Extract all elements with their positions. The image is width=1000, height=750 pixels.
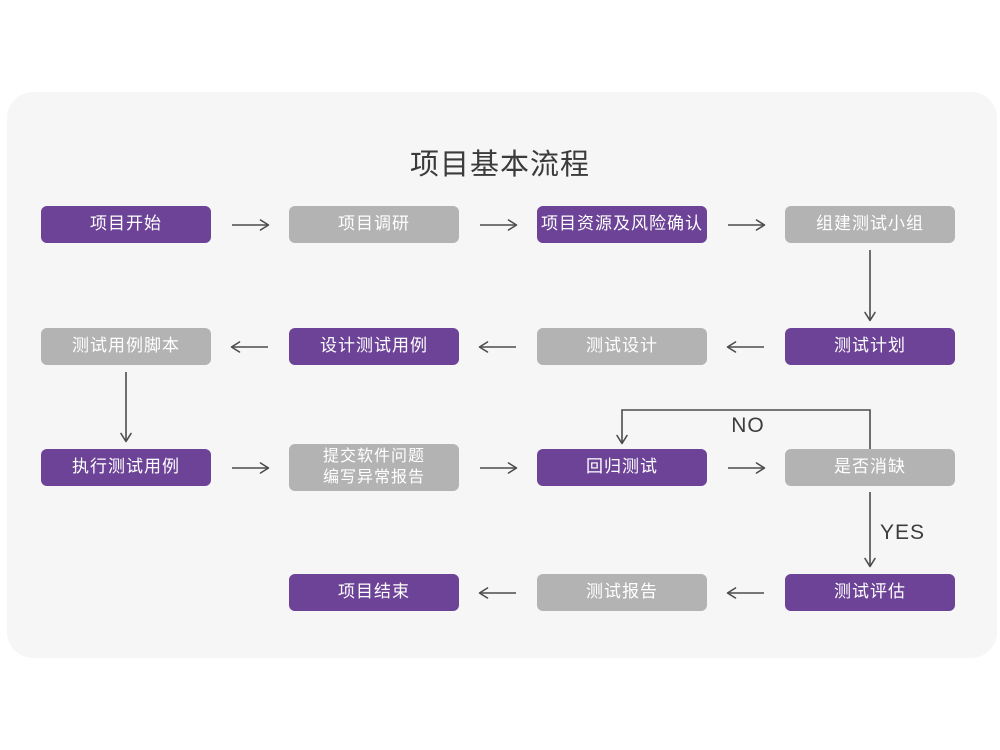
flowchart-card — [7, 92, 997, 658]
yes-branch-label: YES — [880, 521, 926, 544]
node-defect-cleared: 是否消缺 — [785, 449, 955, 486]
node-project-end: 项目结束 — [289, 574, 459, 611]
node-submit-issues: 提交软件问题 编写异常报告 — [289, 444, 459, 491]
node-test-plan: 测试计划 — [785, 328, 955, 365]
node-build-test-team: 组建测试小组 — [785, 206, 955, 243]
page-title: 项目基本流程 — [409, 149, 590, 181]
node-case-script: 测试用例脚本 — [41, 328, 211, 365]
node-execute-cases: 执行测试用例 — [41, 449, 211, 486]
node-project-research: 项目调研 — [289, 206, 459, 243]
node-test-design: 测试设计 — [537, 328, 707, 365]
node-design-cases: 设计测试用例 — [289, 328, 459, 365]
node-resource-risk: 项目资源及风险确认 — [537, 206, 707, 243]
node-test-report: 测试报告 — [537, 574, 707, 611]
node-project-start: 项目开始 — [41, 206, 211, 243]
node-regression-test: 回归测试 — [537, 449, 707, 486]
node-test-evaluate: 测试评估 — [785, 574, 955, 611]
no-branch-label: NO — [731, 414, 765, 437]
